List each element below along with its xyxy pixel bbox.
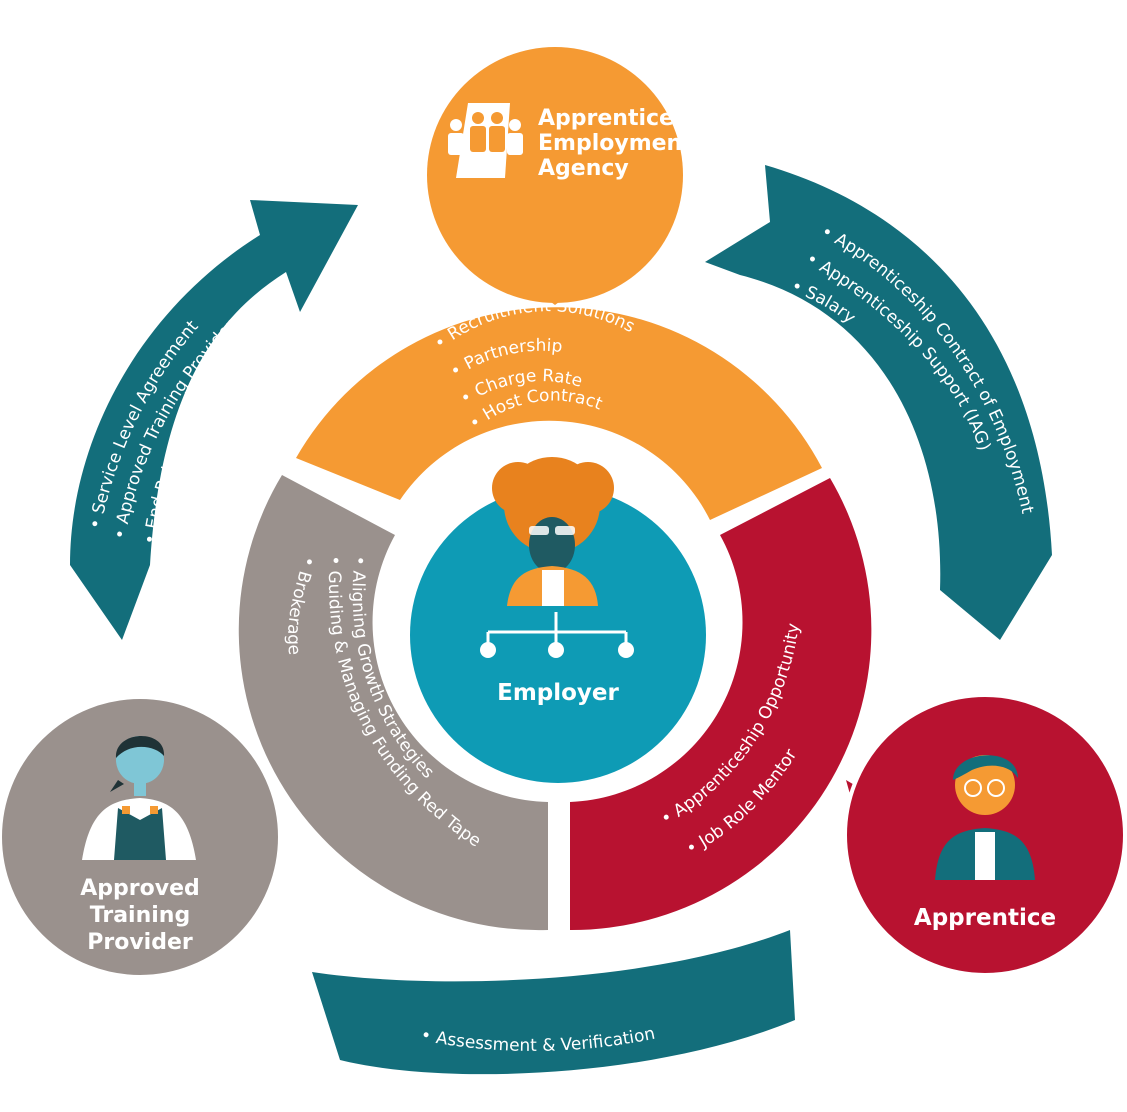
bottom-curved-arrow xyxy=(312,930,795,1075)
people-group-icon xyxy=(448,103,523,178)
employer-circle xyxy=(410,487,706,783)
training-provider-title-line-2: Training xyxy=(90,903,190,928)
trainer-person-icon xyxy=(82,735,196,860)
training-provider-title-line-1: Approved xyxy=(80,876,200,901)
grey-ring-segment xyxy=(238,475,548,931)
red-ring-segment xyxy=(570,478,872,931)
agency-title-line-3: Agency xyxy=(538,156,629,181)
orange-ring-segment xyxy=(296,307,822,520)
employer-title: Employer xyxy=(497,680,619,706)
apprentice-title: Apprentice xyxy=(914,905,1056,931)
left-curved-arrow xyxy=(70,200,358,640)
training-provider-title-line-3: Provider xyxy=(87,930,193,955)
agency-title-line-2: Employment xyxy=(538,131,693,156)
employer-person-org-chart-icon xyxy=(480,457,634,658)
agency-title-line-1: Apprentice xyxy=(538,106,674,131)
right-curved-arrow xyxy=(705,165,1052,640)
apprentice-person-icon xyxy=(935,755,1035,880)
